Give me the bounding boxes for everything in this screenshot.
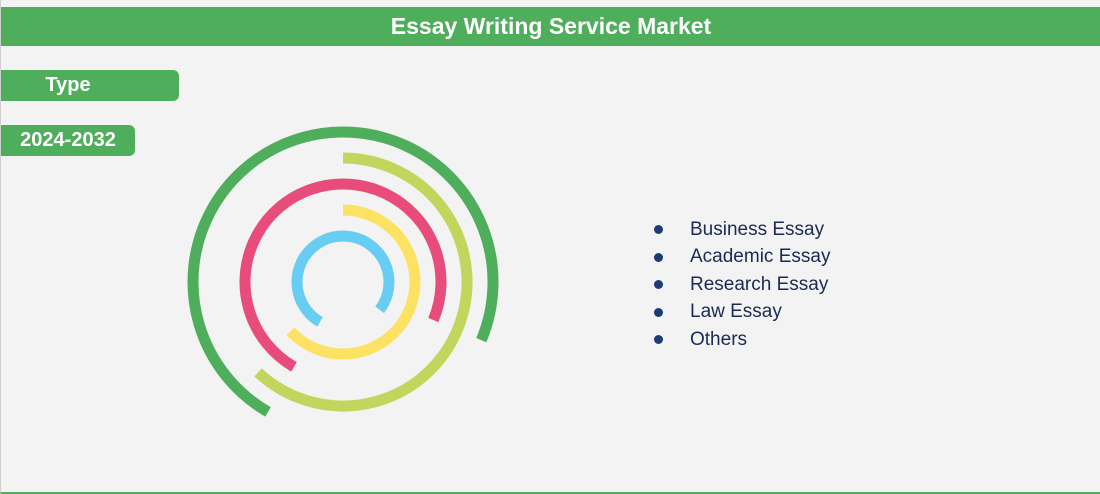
legend-bullet-icon — [654, 335, 663, 345]
legend-item: Academic Essay — [654, 244, 830, 272]
legend-bullet-icon — [654, 280, 663, 290]
legend-bullet-icon — [654, 252, 663, 262]
ring-arc-research-essay — [239, 178, 447, 372]
legend-label: Others — [690, 328, 748, 350]
period-tag-label: 2024-2032 — [20, 129, 116, 151]
page-title: Essay Writing Service Market — [390, 13, 712, 39]
legend-bullet-icon — [654, 307, 663, 317]
legend-item: Others — [654, 326, 830, 354]
legend-label: Academic Essay — [690, 246, 831, 268]
legend-item: Business Essay — [654, 216, 830, 244]
legend-label: Research Essay — [690, 273, 829, 295]
ring-arc-business-essay — [187, 126, 499, 417]
ring-arc-law-essay — [286, 204, 421, 360]
ring-arc-others — [291, 230, 395, 327]
legend-label: Business Essay — [690, 218, 825, 240]
legend-label: Law Essay — [690, 301, 782, 323]
legend-item: Law Essay — [654, 299, 830, 327]
ring-arc-academic-essay — [254, 152, 473, 412]
legend-item: Research Essay — [654, 271, 830, 299]
legend: Business Essay Academic Essay Research E… — [654, 216, 830, 354]
segment-tag: Type — [1, 70, 179, 101]
segment-tag-label: Type — [45, 74, 91, 96]
legend-bullet-icon — [654, 225, 663, 235]
period-tag: 2024-2032 — [1, 125, 135, 156]
title-bar: Essay Writing Service Market — [1, 7, 1100, 46]
ring-group — [187, 126, 499, 417]
